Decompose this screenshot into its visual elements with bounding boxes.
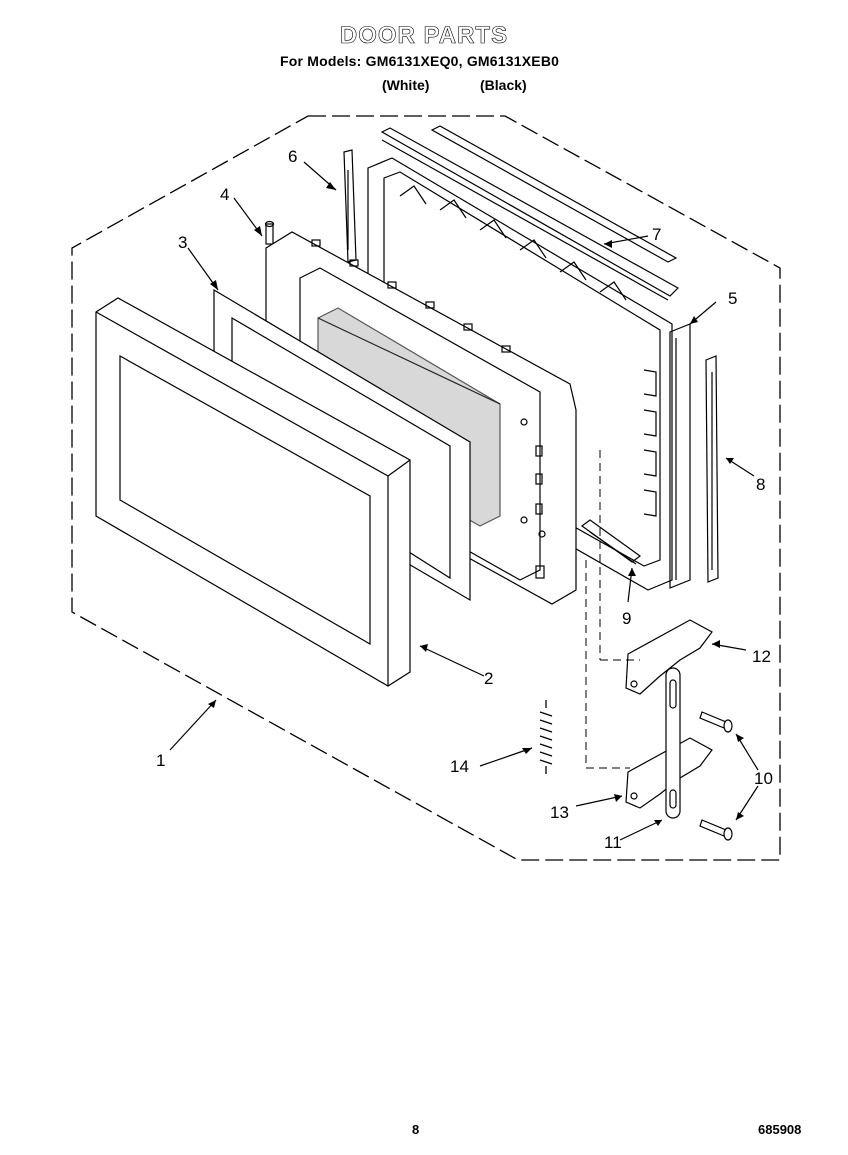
callout-6: 6 — [288, 147, 297, 166]
callout-7: 7 — [652, 225, 661, 244]
assembly-guides — [585, 450, 640, 769]
part-11-link-bar — [665, 667, 681, 819]
callout-3: 3 — [178, 233, 187, 252]
variant-white-label: (White) — [382, 77, 430, 93]
part-4-latch-pin — [264, 220, 275, 245]
page-title: DOOR PARTS — [339, 22, 509, 50]
part-7-top-strip — [380, 125, 679, 301]
variant-black-label: (Black) — [480, 77, 527, 93]
part-12-upper-hinge — [625, 619, 713, 695]
callout-4: 4 — [220, 185, 229, 204]
document-number: 685908 — [758, 1122, 802, 1137]
callout-8: 8 — [756, 475, 765, 494]
part-10-pins — [699, 711, 733, 841]
callout-14: 14 — [450, 757, 469, 776]
callout-10: 10 — [754, 769, 773, 788]
callout-5: 5 — [728, 289, 737, 308]
callout-13: 13 — [550, 803, 569, 822]
leader-arrowheads — [208, 182, 744, 826]
callout-1: 1 — [156, 751, 165, 770]
part-2-outer-frame — [95, 297, 411, 687]
part-9-choke-strip — [580, 519, 642, 565]
page-header: DOOR PARTS For Models: GM6131XEQ0, GM613… — [0, 22, 848, 102]
page-number: 8 — [412, 1122, 420, 1137]
callout-12: 12 — [752, 647, 771, 666]
models-line: For Models: GM6131XEQ0, GM6131XEB0 — [280, 53, 560, 69]
callout-11: 11 — [604, 833, 622, 852]
part-14-spring — [539, 700, 553, 774]
part-8-right-strip — [705, 355, 719, 583]
callout-9: 9 — [622, 609, 631, 628]
part-6-side-strip — [343, 149, 357, 263]
callout-2: 2 — [484, 669, 493, 688]
assembly-boundary — [71, 115, 781, 861]
